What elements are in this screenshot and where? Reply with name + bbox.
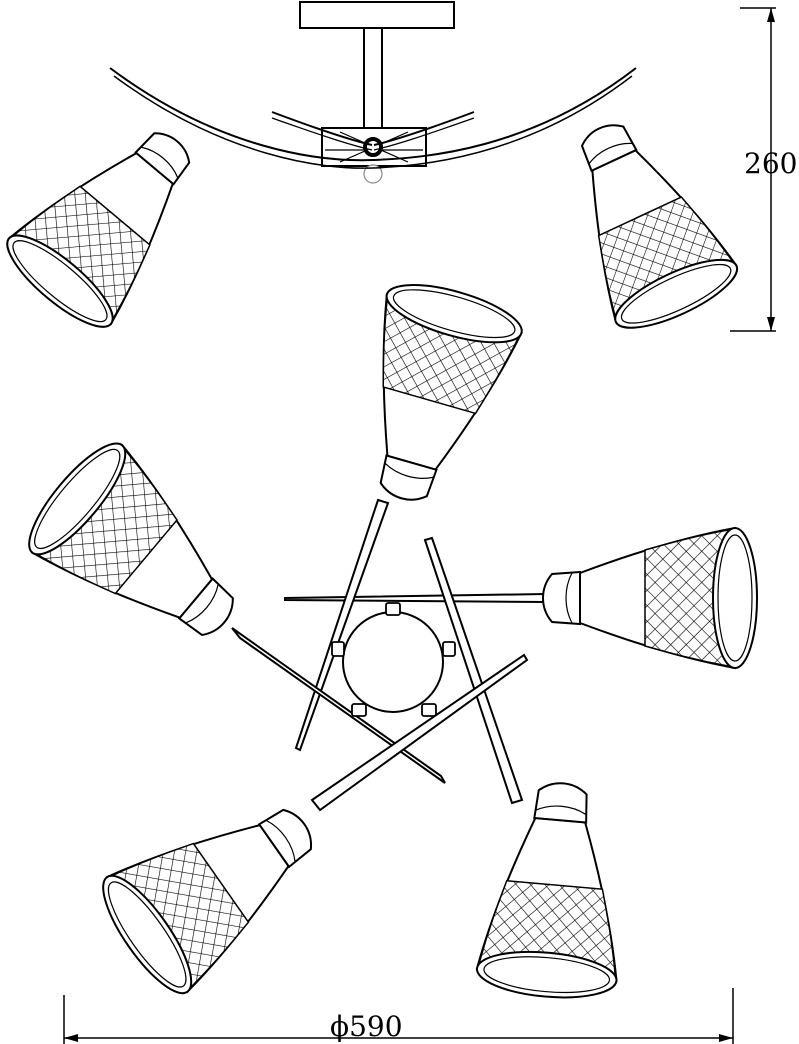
side-view [0, 2, 747, 342]
top-shade-right [542, 527, 758, 669]
diameter-dimension-label: ϕ590 [330, 1010, 403, 1043]
height-dimension [730, 8, 776, 331]
top-shade-upper [332, 272, 529, 519]
stem [364, 28, 382, 132]
top-view [14, 272, 758, 1006]
height-dimension-label: 260 [744, 147, 798, 180]
hub-bulb [365, 139, 381, 155]
top-shade-lower-right [474, 776, 635, 1004]
side-shade-left [0, 97, 230, 341]
side-shade-right [537, 99, 747, 342]
curved-arm [110, 68, 636, 160]
diameter-dimension [64, 988, 733, 1044]
top-shade-left [14, 430, 271, 677]
ceiling-plate [300, 2, 454, 28]
top-shade-lower-left [88, 766, 346, 1006]
top-hub [343, 612, 443, 712]
